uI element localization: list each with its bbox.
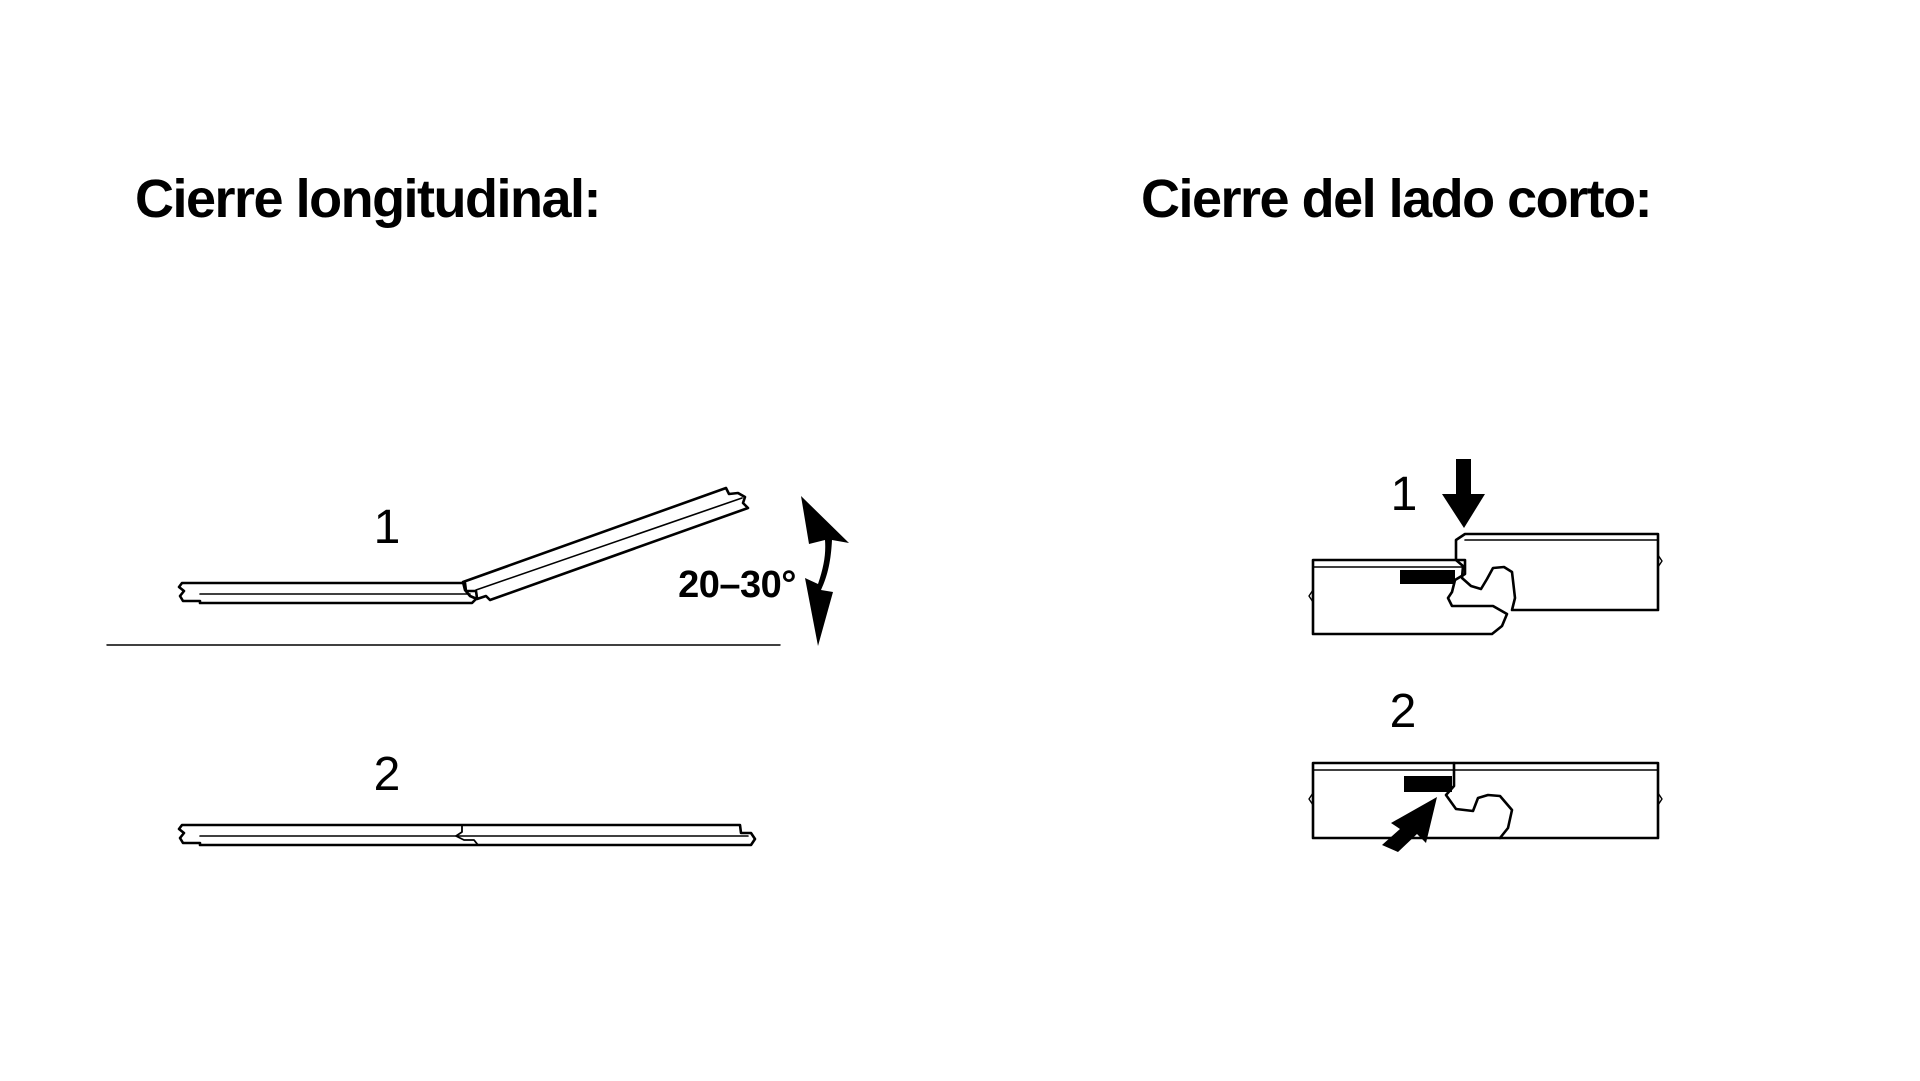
longitudinal-step-1 bbox=[106, 486, 781, 646]
longitudinal-step-1-label: 1 bbox=[374, 501, 401, 554]
tilted-plank-illustration bbox=[461, 486, 750, 602]
title-short-side-lock: Cierre del lado corto: bbox=[1141, 169, 1653, 229]
joined-planks-illustration bbox=[177, 823, 757, 847]
press-down-arrow-icon bbox=[1442, 459, 1485, 528]
lower-plank-illustration bbox=[1308, 558, 1509, 636]
short-side-step-2 bbox=[1308, 761, 1663, 840]
tilt-double-arrow-icon bbox=[801, 496, 849, 646]
longitudinal-step-2-label: 2 bbox=[374, 748, 401, 801]
push-diagonal-arrow-icon bbox=[1382, 797, 1437, 852]
locking-strip-bar bbox=[1400, 570, 1455, 584]
short-side-step-1-label: 1 bbox=[1391, 468, 1418, 521]
title-longitudinal-lock: Cierre longitudinal: bbox=[135, 169, 602, 229]
locked-planks-illustration bbox=[1308, 761, 1663, 840]
flat-plank-illustration bbox=[177, 581, 479, 605]
short-side-step-1 bbox=[1308, 532, 1663, 636]
angle-range-label: 20–30° bbox=[678, 564, 796, 606]
short-side-step-2-label: 2 bbox=[1390, 685, 1417, 738]
upper-plank-illustration bbox=[1454, 532, 1663, 612]
longitudinal-step-2 bbox=[177, 823, 757, 847]
locking-strip-bar-inserted bbox=[1404, 776, 1452, 792]
